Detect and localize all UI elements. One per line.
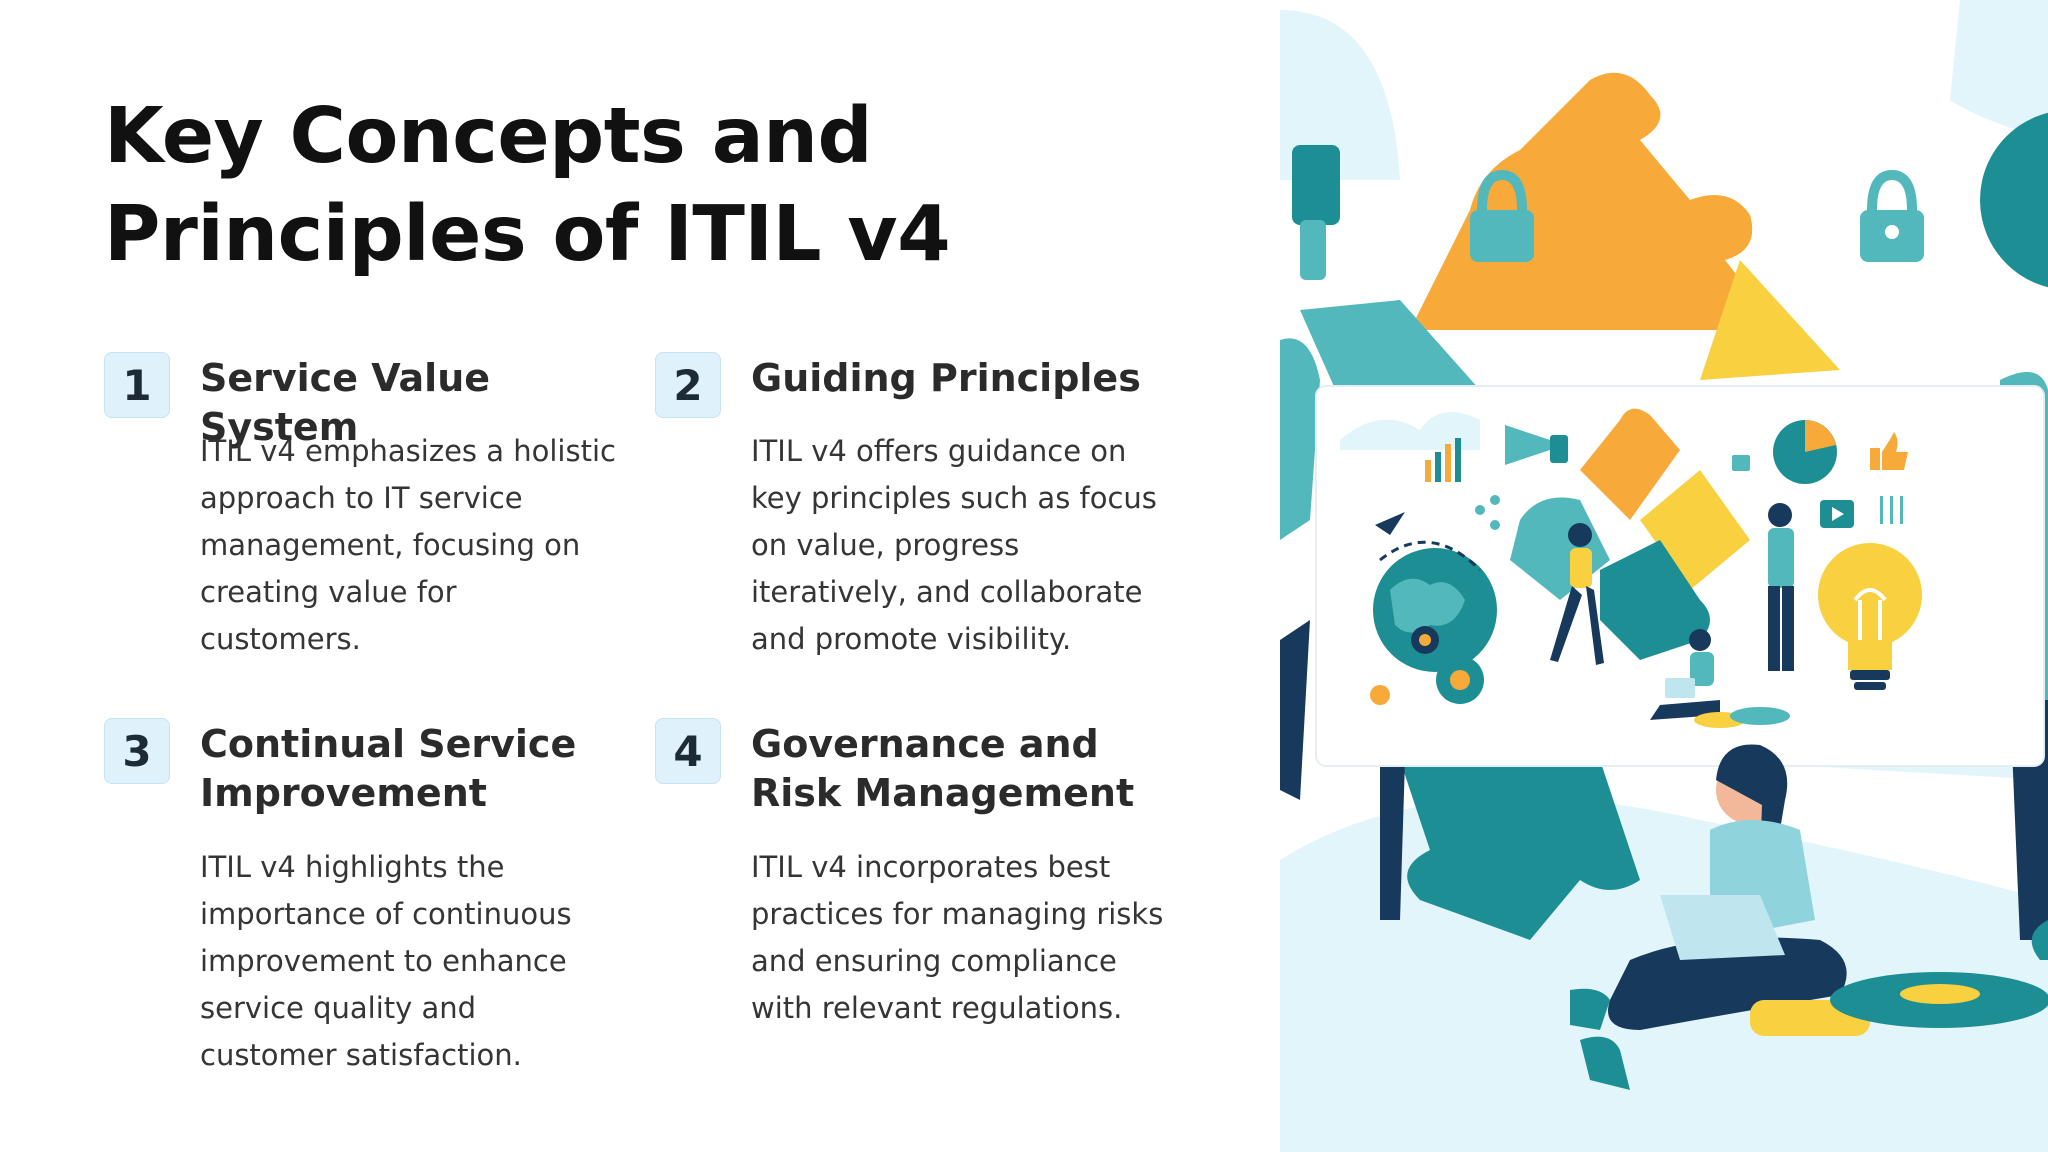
thumbs-up-icon (1870, 432, 1908, 470)
concept-heading: Service Value System (200, 356, 491, 449)
puzzle-piece-teal-left (1300, 300, 1480, 400)
concept-description: ITIL v4 emphasizes a holistic approach t… (200, 434, 616, 656)
illustration-svg (1280, 0, 2048, 1152)
lightbulb-icon (1818, 543, 1922, 690)
background-blob-top-left (1280, 10, 1400, 180)
card-puzzle-orange (1580, 408, 1680, 520)
pie-gauge-icon (1980, 112, 2048, 288)
background-blob-top-right (1950, 0, 2048, 140)
person-man-teal (1768, 503, 1794, 671)
puzzle-piece-orange-large (1410, 72, 1780, 331)
number-badge: 3 (104, 718, 170, 784)
title-line-2: Principles of ITIL v4 (104, 190, 951, 279)
bar-chart-icon (1425, 438, 1461, 482)
number-badge: 4 (655, 718, 721, 784)
puzzle-piece-teal-bottom (1400, 760, 1640, 940)
megaphone-icon (1292, 145, 1340, 225)
title-line-1: Key Concepts and (104, 92, 873, 181)
concept-heading: Governance and Risk Management (751, 722, 1135, 815)
puzzle-piece-yellow-large (1700, 260, 1840, 380)
card-megaphone-icon (1505, 425, 1550, 465)
concept-description: ITIL v4 incorporates best practices for … (751, 850, 1164, 1025)
paper-plane-icon (1375, 512, 1405, 535)
figure-left-partial (1280, 338, 1320, 540)
sliders-icon (1880, 496, 1903, 524)
concept-description: ITIL v4 highlights the importance of con… (200, 850, 572, 1072)
concept-description: ITIL v4 offers guidance on key principle… (751, 434, 1157, 656)
teamwork-puzzle-illustration (1280, 0, 2048, 1152)
lock-icon (1470, 169, 1534, 262)
person-woman-yellow (1550, 523, 1604, 665)
concept-heading: Continual Service Improvement (200, 722, 577, 815)
card-puzzle-teal-bottom (1600, 540, 1710, 660)
page-title: Key Concepts and Principles of ITIL v4 (104, 88, 1204, 284)
concept-heading: Guiding Principles (751, 356, 1141, 400)
person-sitting-laptop-large (1570, 744, 1847, 1090)
number-badge: 2 (655, 352, 721, 418)
number-badge: 1 (104, 352, 170, 418)
card-puzzle-yellow (1640, 470, 1750, 590)
share-icon (1475, 495, 1500, 530)
large-gear-icon (1750, 972, 2048, 1036)
small-lock-icon (1732, 455, 1750, 471)
laptop (1660, 895, 1785, 960)
